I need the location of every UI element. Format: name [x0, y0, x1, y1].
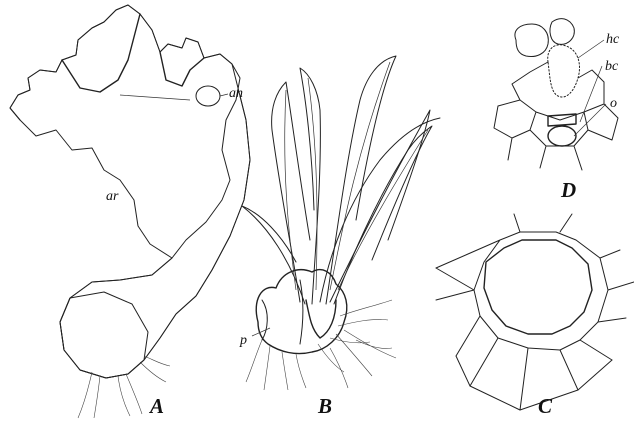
- panel-c-drawing: [436, 214, 634, 410]
- frond-3: [326, 56, 396, 304]
- label-an: an: [229, 86, 243, 101]
- panel-b-drawing: [242, 56, 440, 390]
- label-hc: hc: [606, 32, 620, 47]
- label-panel-a: A: [148, 394, 164, 418]
- label-bc: bc: [605, 59, 619, 74]
- label-panel-d: D: [560, 178, 576, 202]
- prothallus-b: [256, 270, 347, 354]
- label-p: p: [239, 333, 247, 348]
- antheridium-cluster: [196, 86, 220, 106]
- frond-5: [330, 110, 430, 302]
- panel-a-drawing: [10, 5, 250, 418]
- frond-6: [242, 206, 305, 304]
- frond-2: [300, 68, 320, 304]
- label-ar: ar: [106, 189, 119, 204]
- oosphere: [548, 126, 576, 146]
- egg-cell: [484, 240, 592, 334]
- frond-4: [334, 126, 432, 304]
- prothallus-outline: [10, 5, 250, 378]
- label-panel-b: B: [317, 394, 332, 418]
- panel-d-drawing: [494, 19, 618, 170]
- label-o: o: [610, 96, 617, 111]
- neck-canal: [548, 45, 580, 97]
- label-panel-c: C: [538, 394, 553, 418]
